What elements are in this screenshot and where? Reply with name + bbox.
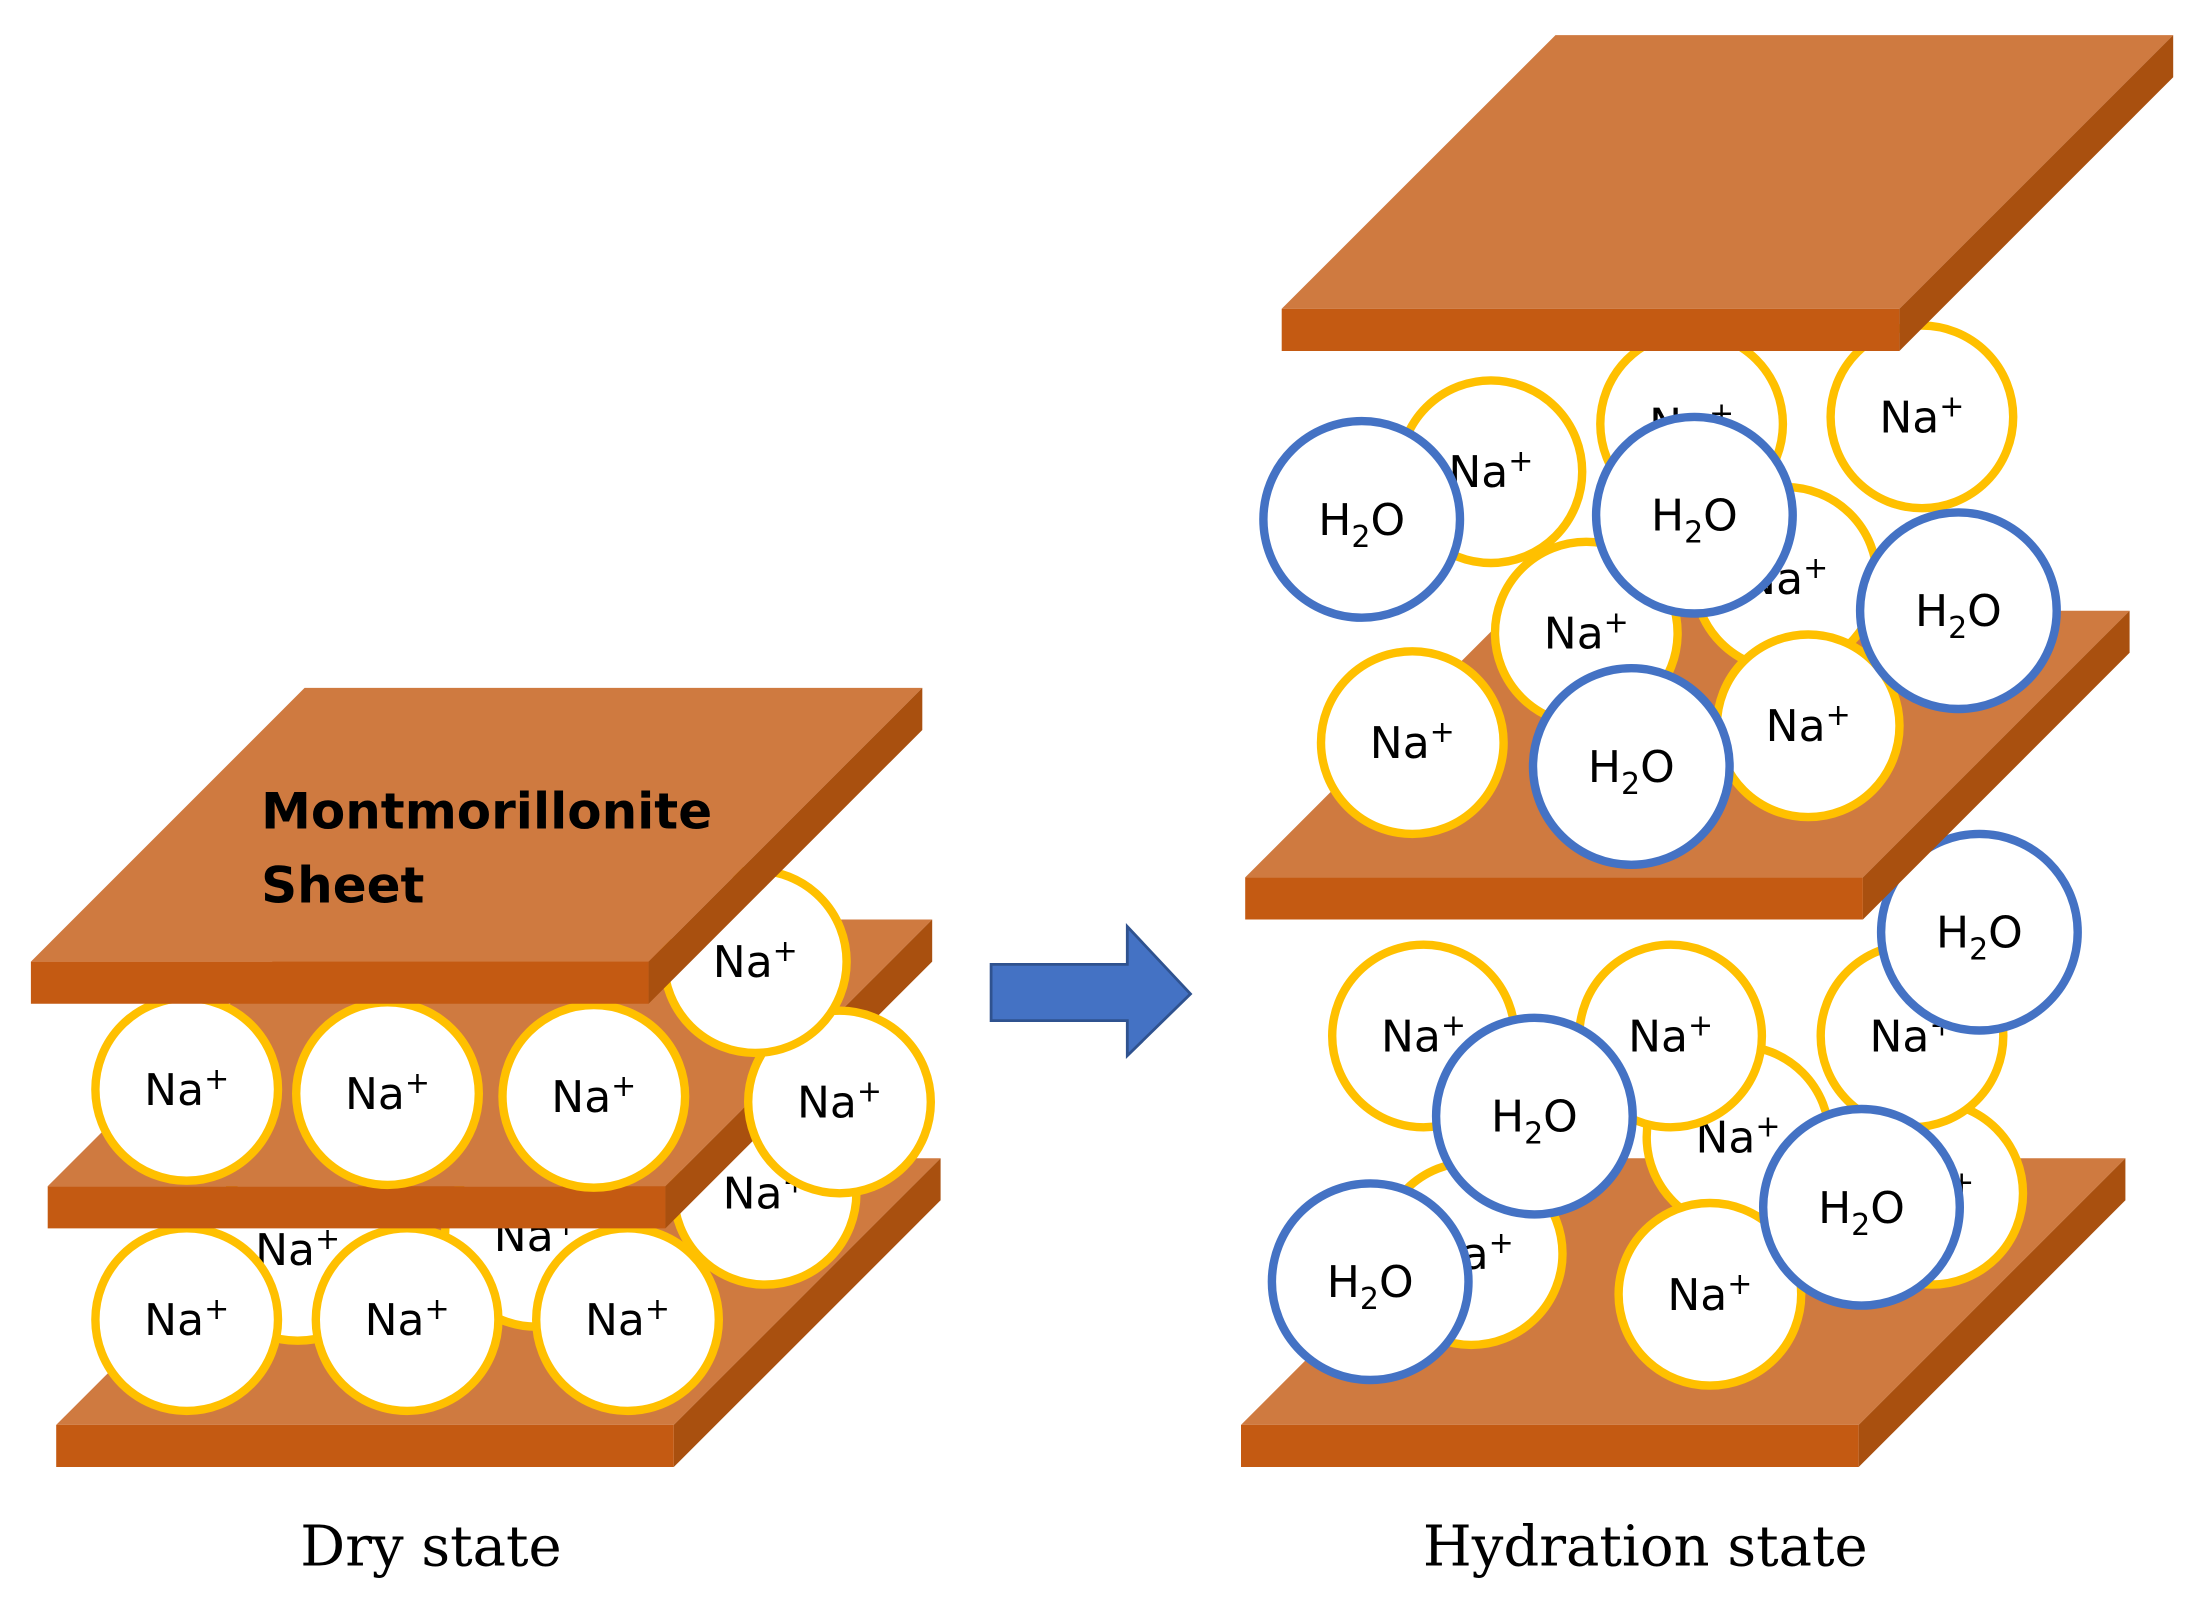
sheet-title-line2: Sheet	[261, 857, 424, 915]
water-molecule: H2O	[1876, 829, 2082, 1035]
clay-sheet-dry-top	[30, 687, 923, 1004]
water-molecule-circle	[1259, 416, 1465, 622]
sodium-ion-label: Na+	[1879, 389, 1964, 443]
sodium-ion-label: Na+	[1381, 1009, 1466, 1063]
sheet-top-face	[1281, 35, 2174, 309]
water-molecule-label: H2O	[1491, 1092, 1578, 1152]
water-molecule-circle	[1758, 1104, 1964, 1310]
sodium-ion: Na+	[498, 1000, 690, 1192]
sodium-ion-circle	[498, 1000, 690, 1192]
water-molecule: H2O	[1259, 416, 1465, 622]
sheet-side-face	[1858, 1158, 2126, 1467]
sheet-side-face	[673, 1158, 941, 1467]
dry-state-caption: Dry state	[300, 1514, 561, 1579]
sodium-ion-label: Na+	[1667, 1267, 1752, 1321]
water-molecule-label: H2O	[1327, 1257, 1414, 1317]
water-molecule-circle	[1876, 829, 2082, 1035]
sheet-side-face	[1862, 610, 2130, 920]
right-arrow-icon	[989, 922, 1193, 1060]
sodium-ion-circle	[1614, 1198, 1806, 1390]
water-molecule: H2O	[1431, 1013, 1637, 1219]
sodium-ion: Na+	[1826, 321, 2018, 513]
water-molecule-label: H2O	[1318, 495, 1405, 555]
sodium-ion: Na+	[311, 1224, 503, 1416]
water-molecule-label: H2O	[1651, 491, 1738, 551]
clay-sheet-hydrated-top	[1281, 35, 2174, 351]
water-molecule-circle	[1431, 1013, 1637, 1219]
sheet-front-face	[1281, 308, 1900, 351]
sodium-ion-label: Na+	[797, 1075, 882, 1129]
sheet-front-face	[56, 1424, 674, 1467]
sodium-ion-circle	[744, 1006, 936, 1198]
water-molecule-label: H2O	[1588, 742, 1675, 802]
water-molecule-label: H2O	[1818, 1183, 1905, 1243]
sodium-ion-label: Na+	[1370, 715, 1455, 769]
sodium-ion-label: Na+	[1766, 698, 1851, 752]
sheet-front-face	[1241, 1424, 1859, 1467]
sheet-front-face	[1245, 877, 1863, 920]
sheet-side-face	[1899, 35, 2174, 351]
sheet-side-face	[648, 687, 923, 1004]
sodium-ion: Na+	[744, 1006, 936, 1198]
sodium-ion-label: Na+	[345, 1066, 430, 1120]
sodium-ion-label: Na+	[713, 934, 798, 988]
water-molecule: H2O	[1267, 1179, 1473, 1385]
hydration-state-caption: Hydration state	[1423, 1514, 1868, 1579]
water-molecule-circle	[1267, 1179, 1473, 1385]
sodium-ion-label: Na+	[144, 1292, 229, 1346]
water-molecule-label: H2O	[1936, 908, 2023, 968]
sodium-ion: Na+	[292, 998, 484, 1190]
sheet-title-line1: Montmorillonite	[261, 782, 712, 840]
water-molecule: H2O	[1591, 412, 1797, 618]
sodium-ion: Na+	[1316, 647, 1508, 839]
water-molecule-circle	[1855, 508, 2061, 714]
water-molecule: H2O	[1758, 1104, 1964, 1310]
water-molecule: H2O	[1855, 508, 2061, 714]
sodium-ion-label: Na+	[551, 1069, 636, 1123]
sodium-ion-label: Na+	[1544, 606, 1629, 660]
water-molecule-label: H2O	[1915, 586, 2002, 646]
sodium-ion: Na+	[91, 1224, 283, 1416]
sodium-ion: Na+	[532, 1224, 724, 1416]
sodium-ion-label: Na+	[585, 1292, 670, 1346]
sheet-front-face	[47, 1186, 666, 1229]
sheet-top-face	[30, 687, 923, 962]
sodium-ion-label: Na+	[144, 1062, 229, 1116]
sodium-ion-label: Na+	[1628, 1009, 1713, 1063]
sodium-ion-label: Na+	[365, 1292, 450, 1346]
sheet-front-face	[30, 961, 649, 1004]
water-molecule-circle	[1528, 664, 1734, 870]
sodium-ion-circle	[1316, 647, 1508, 839]
water-molecule: H2O	[1528, 664, 1734, 870]
sodium-ion: Na+	[91, 993, 283, 1185]
sodium-ion: Na+	[1614, 1198, 1806, 1390]
water-molecule-circle	[1591, 412, 1797, 618]
